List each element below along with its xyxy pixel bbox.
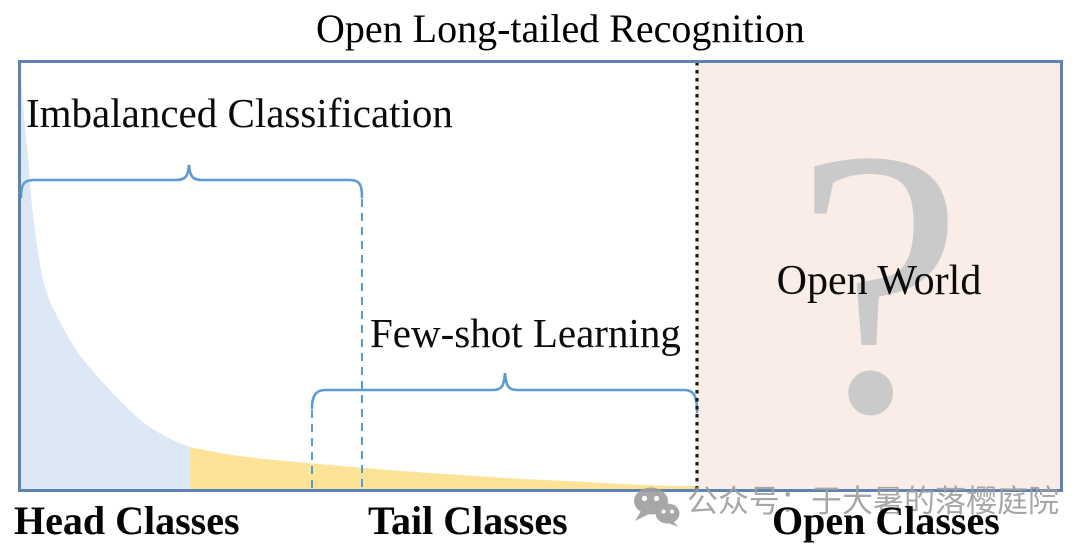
watermark-text: 公众号：于大暑的落樱庭院 (687, 484, 1059, 519)
head-classes-label: Head Classes (14, 498, 240, 543)
open-world-label: Open World (776, 258, 982, 304)
wechat-icon (634, 487, 680, 527)
few-shot-brace (310, 372, 699, 414)
diagram-border (18, 60, 1063, 492)
tail-classes-curve-area (190, 447, 697, 489)
open-classes-region (697, 61, 1061, 491)
imbalanced-classification-label: Imbalanced Classification (26, 90, 453, 136)
page-title: Open Long-tailed Recognition (316, 6, 805, 51)
few-shot-learning-label: Few-shot Learning (370, 310, 681, 356)
question-mark: ? (795, 72, 964, 492)
long-tail-diagram: ? Imbalanced Classification Few-shot Lea… (18, 60, 1063, 492)
imbalanced-brace (19, 164, 364, 199)
tail-classes-label: Tail Classes (368, 498, 568, 543)
diagram-canvas: ? (18, 60, 1063, 492)
open-classes-label: Open Classes (772, 498, 1000, 543)
head-classes-curve-area (21, 76, 190, 489)
watermark: 公众号：于大暑的落樱庭院 (632, 484, 1059, 528)
